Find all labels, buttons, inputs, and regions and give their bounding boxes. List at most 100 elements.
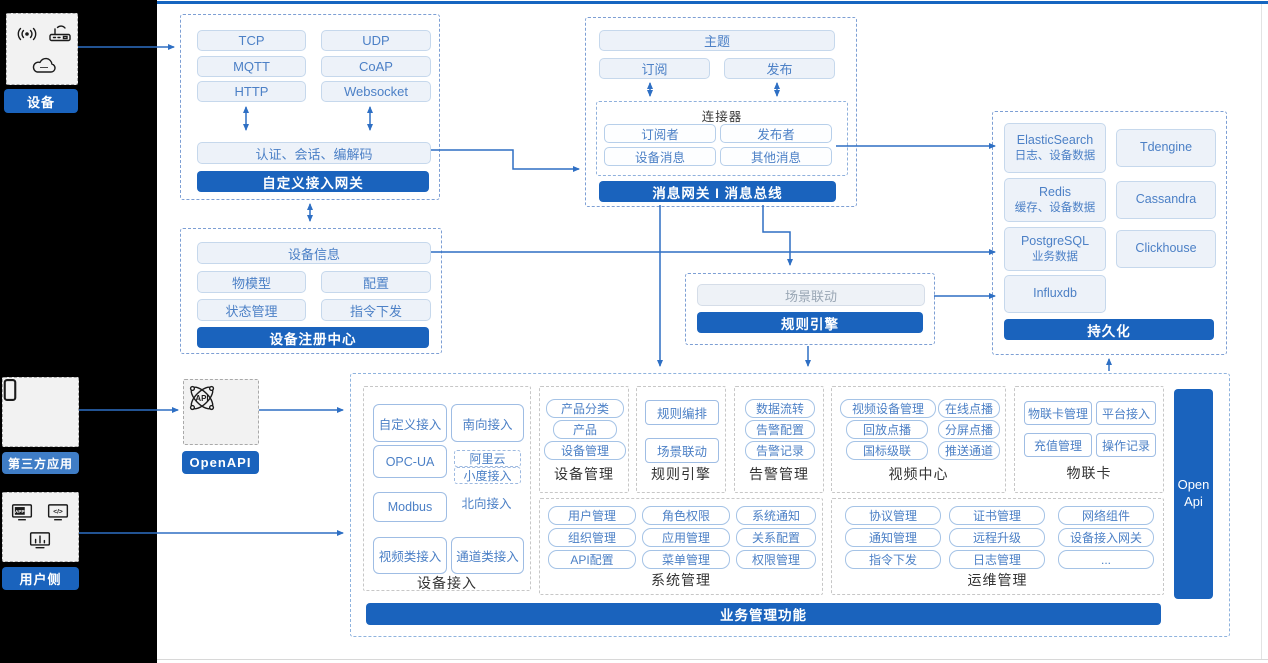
command-dispatch: 指令下发 (845, 550, 941, 569)
log-mgmt: 日志管理 (949, 550, 1045, 569)
org-mgmt: 组织管理 (548, 528, 636, 547)
protocol-coap: CoAP (321, 56, 431, 77)
video-access: 视频类接入 (373, 537, 447, 574)
modbus: Modbus (373, 492, 447, 522)
message-bus-title: 消息网关 I 消息总线 (599, 181, 836, 202)
playback: 回放点播 (846, 420, 928, 439)
role-permission: 角色权限 (642, 506, 730, 525)
north-access: 北向接入 (461, 496, 512, 511)
store-name: Cassandra (1135, 192, 1197, 207)
device-info-node: 设备信息 (197, 242, 431, 264)
platform-access: 平台接入 (1096, 401, 1156, 425)
data-flow: 数据流转 (745, 399, 815, 418)
arrow-gateway-to-bus (431, 149, 580, 172)
third-party-label: 第三方应用 (7, 456, 73, 471)
arrow-bus-to-rule-engine (762, 205, 793, 266)
svg-text:APP: APP (15, 509, 24, 514)
auth-session-codec: 认证、会话、编解码 (197, 142, 431, 164)
rule-engine-mid-title: 规则引擎 (697, 312, 923, 333)
user-side-label: 用户侧 (19, 572, 62, 587)
iot-card-label: 物联卡 (1066, 465, 1112, 481)
iot-card-section: 物联卡管理 平台接入 充值管理 操作记录 物联卡 (1014, 386, 1164, 493)
store-clickhouse: Clickhouse (1116, 230, 1216, 268)
command-node: 指令下发 (321, 299, 431, 321)
device-mgmt-item: 设备管理 (544, 441, 626, 460)
ops-more: ... (1058, 550, 1154, 569)
store-postgresql: PostgreSQL 业务数据 (1004, 227, 1106, 271)
persistence-title: 持久化 (1004, 319, 1214, 340)
protocol-http: HTTP (197, 81, 306, 102)
system-section: 用户管理 角色权限 系统通知 组织管理 应用管理 关系配置 API配置 菜单管理… (539, 498, 823, 595)
remote-upgrade: 远程升级 (949, 528, 1045, 547)
svg-text:API: API (195, 394, 208, 403)
device-registry-box: 设备信息 物模型 配置 状态管理 指令下发 设备注册中心 (180, 228, 442, 354)
ops-section: 协议管理 证书管理 网络组件 通知管理 远程升级 设备接入网关 指令下发 日志管… (831, 498, 1164, 595)
rule-engine-mid-box: 场景联动 规则引擎 (685, 273, 935, 345)
open-api-line2: Api (1184, 494, 1203, 509)
connector-box: 连接器 订阅者 发布者 设备消息 其他消息 (596, 101, 848, 176)
store-redis: Redis 缓存、设备数据 (1004, 178, 1106, 222)
alarm-config: 告警配置 (745, 420, 815, 439)
persistence-box: ElasticSearch 日志、设备数据 Tdengine Redis 缓存、… (992, 111, 1227, 355)
store-cassandra: Cassandra (1116, 181, 1216, 219)
dashboard-icon (29, 532, 51, 549)
alarm-label: 告警管理 (749, 466, 809, 482)
device-message-node: 设备消息 (604, 147, 716, 166)
video-label: 视频中心 (888, 466, 949, 482)
notice-mgmt: 通知管理 (845, 528, 941, 547)
publisher-node: 发布者 (720, 124, 832, 143)
system-notice: 系统通知 (736, 506, 816, 525)
config-node: 配置 (321, 271, 431, 293)
message-bus-box: 主题 订阅 发布 连接器 订阅者 发布者 设备消息 其他消息 消息网关 I 消息… (585, 17, 857, 207)
rule-engine-section: 规则编排 场景联动 规则引擎 (636, 386, 726, 493)
xiaodu-access: 小度接入 (454, 467, 521, 484)
code-icon: </> (47, 504, 69, 521)
protocol-websocket: Websocket (321, 81, 431, 102)
network-component: 网络组件 (1058, 506, 1154, 525)
protocol-udp: UDP (321, 30, 431, 51)
product: 产品 (553, 420, 617, 439)
device-icon-box (6, 13, 78, 85)
business-title-bar: 业务管理功能 (366, 603, 1161, 625)
protocol-mgmt: 协议管理 (845, 506, 941, 525)
store-name: Redis (1039, 185, 1071, 199)
open-api-vertical-bar: Open Api (1174, 389, 1213, 599)
store-elasticsearch: ElasticSearch 日志、设备数据 (1004, 123, 1106, 173)
api-atom-icon: API (189, 385, 215, 411)
operation-record: 操作记录 (1096, 433, 1156, 457)
gb-cascade: 国标级联 (846, 441, 928, 460)
opc-ua: OPC-UA (373, 445, 447, 478)
device-access-gateway: 设备接入网关 (1058, 528, 1154, 547)
menu-mgmt: 菜单管理 (642, 550, 730, 569)
store-name: ElasticSearch (1016, 133, 1094, 147)
custom-access: 自定义接入 (373, 404, 447, 442)
recharge-mgmt: 充值管理 (1024, 433, 1092, 457)
store-influxdb: Influxdb (1004, 275, 1106, 313)
right-edge-line (1261, 4, 1262, 660)
connector-title: 连接器 (701, 110, 743, 124)
open-api-line1: Open (1177, 477, 1210, 493)
channel-access: 通道类接入 (451, 537, 524, 574)
topic-node: 主题 (599, 30, 835, 51)
third-party-badge: 第三方应用 (2, 452, 79, 474)
custom-gateway-box: TCP UDP MQTT CoAP HTTP Websocket 认证、会话、编… (180, 14, 440, 200)
rule-orchestration: 规则编排 (645, 400, 719, 425)
online-play: 在线点播 (938, 399, 1000, 418)
status-mgmt-node: 状态管理 (197, 299, 306, 321)
store-name: PostgreSQL (1020, 234, 1090, 248)
subscriber-node: 订阅者 (604, 124, 716, 143)
product-category: 产品分类 (546, 399, 624, 418)
protocol-tcp: TCP (197, 30, 306, 51)
app-icon: APP (11, 504, 33, 521)
device-access-label: 设备接入 (417, 575, 477, 591)
bottom-edge-line (157, 659, 1268, 660)
phone-icon (3, 379, 17, 401)
push-channel: 推送通道 (938, 441, 1000, 460)
store-name: Influxdb (1033, 286, 1077, 301)
publish-node: 发布 (724, 58, 835, 79)
alarm-section: 数据流转 告警配置 告警记录 告警管理 (734, 386, 824, 493)
custom-gateway-title: 自定义接入网关 (197, 171, 429, 192)
signal-icon (17, 27, 37, 41)
openapi-icon-box: API (183, 379, 259, 445)
